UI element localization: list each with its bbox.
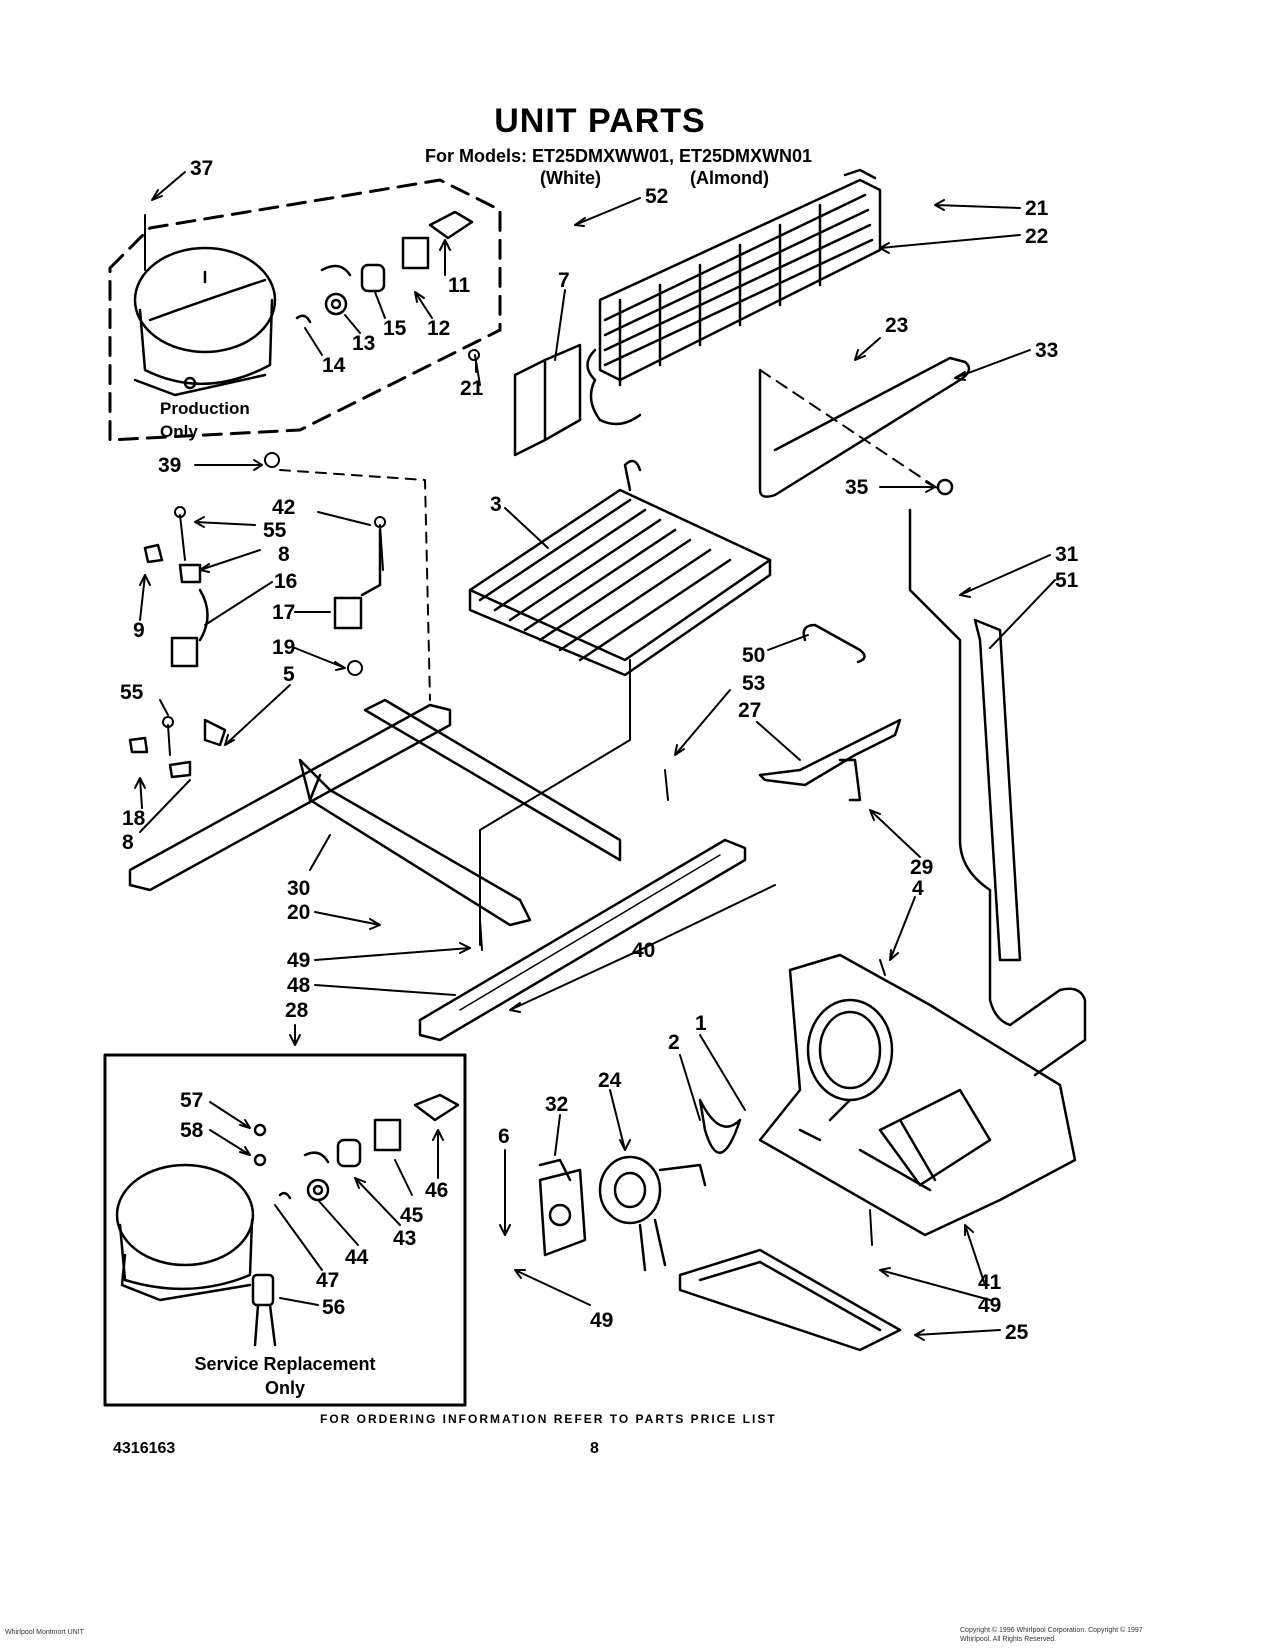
callout-5: 5	[283, 663, 295, 686]
document-number: 4316163	[113, 1440, 176, 1457]
fasteners	[162, 349, 886, 1246]
callout-8-top: 8	[278, 543, 290, 566]
callout-51: 51	[1055, 569, 1079, 592]
callout-19: 19	[272, 636, 296, 659]
callout-45: 45	[400, 1204, 424, 1227]
callout-49-right: 49	[978, 1294, 1002, 1317]
compressor-service-illustration	[115, 1163, 277, 1347]
clip-50	[802, 623, 866, 664]
callout-22: 22	[1025, 225, 1049, 248]
callout-21-mid: 21	[460, 377, 484, 400]
ordering-info: FOR ORDERING INFORMATION REFER TO PARTS …	[320, 1412, 777, 1426]
grommet-35	[936, 478, 954, 496]
callout-33: 33	[1035, 339, 1059, 362]
callout-4: 4	[912, 877, 924, 900]
callout-35: 35	[845, 476, 869, 499]
callout-6: 6	[498, 1125, 510, 1148]
production-only-boundary	[108, 178, 502, 442]
callout-1: 1	[695, 1012, 707, 1035]
fan-motor-illustration	[538, 1098, 742, 1272]
dashed-ref-line	[279, 469, 431, 701]
callout-41: 41	[978, 1271, 1002, 1294]
callout-57: 57	[180, 1089, 204, 1112]
callout-17: 17	[272, 601, 296, 624]
front-rail	[418, 838, 747, 1042]
callout-55-top: 55	[263, 519, 287, 542]
footer-left: Whirlpool Montmort UNIT	[5, 1629, 84, 1636]
compressor-production-illustration	[133, 246, 277, 397]
callout-leaders	[134, 171, 1056, 1341]
models-line: For Models: ET25DMXWW01, ET25DMXWN01	[425, 146, 813, 166]
callout-14: 14	[322, 354, 346, 377]
callout-18: 18	[122, 807, 146, 830]
callout-50: 50	[742, 644, 766, 667]
callout-44: 44	[345, 1246, 369, 1269]
condenser-illustration	[586, 168, 882, 426]
frame-rails	[128, 698, 622, 927]
callout-37: 37	[190, 157, 214, 180]
callout-48: 48	[287, 974, 311, 997]
callout-25: 25	[1005, 1321, 1029, 1344]
callout-21-top: 21	[1025, 197, 1049, 220]
drier	[758, 718, 902, 787]
callout-11: 11	[448, 274, 471, 297]
callout-13: 13	[352, 332, 376, 355]
color-almond-label: (Almond)	[690, 168, 769, 188]
callout-49-bottom: 49	[590, 1309, 614, 1332]
page-title: UNIT PARTS	[494, 102, 706, 140]
service-replacement-box	[103, 1053, 467, 1407]
callout-12: 12	[427, 317, 451, 340]
callout-55-left: 55	[120, 681, 144, 704]
callout-23: 23	[885, 314, 909, 337]
color-white-label: (White)	[540, 168, 601, 188]
callout-2: 2	[668, 1031, 680, 1054]
relay-parts-production	[295, 210, 474, 324]
callout-8-left: 8	[122, 831, 134, 854]
callout-56: 56	[322, 1296, 346, 1319]
callout-46: 46	[425, 1179, 449, 1202]
callout-15: 15	[383, 317, 407, 340]
callout-47: 47	[316, 1269, 340, 1292]
callout-3: 3	[490, 493, 502, 516]
tube-51	[973, 618, 1022, 962]
drain-pan	[678, 1248, 902, 1352]
mounting-plate-illustration	[758, 953, 1077, 1237]
relay-parts-left	[128, 528, 382, 779]
callout-30: 30	[287, 877, 311, 900]
callout-42: 42	[272, 496, 296, 519]
callout-9: 9	[133, 619, 145, 642]
callout-53: 53	[742, 672, 766, 695]
tube-31	[908, 508, 1087, 1077]
callout-24: 24	[598, 1069, 622, 1092]
callout-43: 43	[393, 1227, 417, 1250]
callout-16: 16	[274, 570, 298, 593]
callout-58: 58	[180, 1119, 204, 1142]
callout-7: 7	[558, 269, 570, 292]
callout-52: 52	[645, 185, 669, 208]
relay-parts-service	[253, 1093, 460, 1202]
callout-32: 32	[545, 1093, 569, 1116]
callout-20: 20	[287, 901, 311, 924]
footer-copyright: Copyright © 1996 Whirlpool Corporation. …	[960, 1627, 1143, 1643]
callout-28: 28	[285, 999, 309, 1022]
callout-39: 39	[158, 454, 182, 477]
service-replacement-note: Service Replacement Only	[194, 1354, 376, 1398]
callout-27: 27	[738, 699, 762, 722]
condenser-bracket	[513, 343, 582, 457]
page-number: 8	[590, 1440, 599, 1457]
production-only-note: Production Only	[160, 399, 250, 441]
evaporator-illustration	[468, 459, 772, 677]
callout-49-mid: 49	[287, 949, 311, 972]
callout-31: 31	[1055, 543, 1079, 566]
callout-29: 29	[910, 856, 934, 879]
callout-40: 40	[632, 939, 656, 962]
